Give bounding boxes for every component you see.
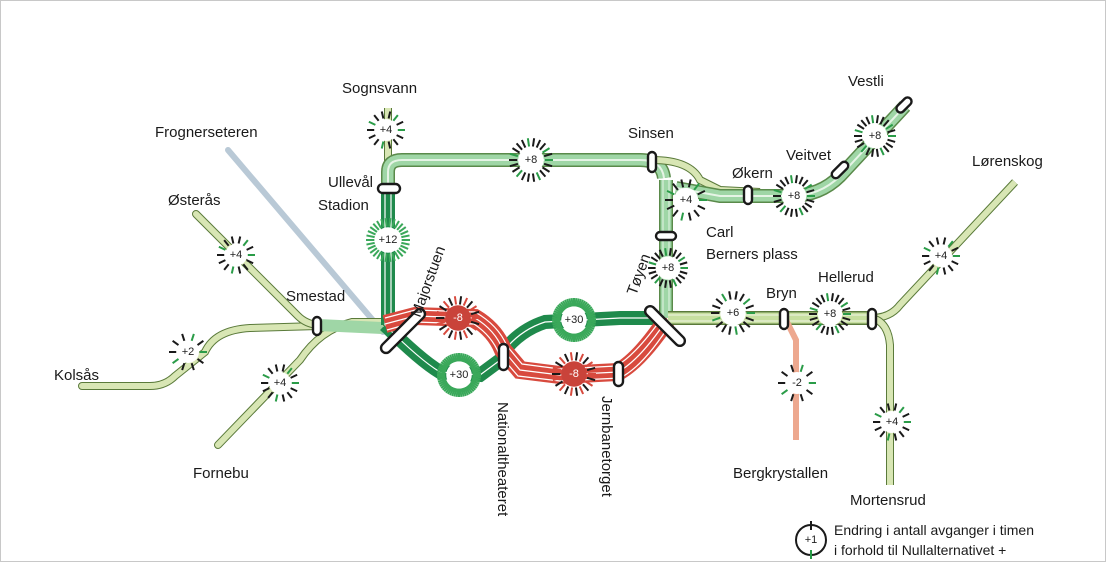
label-frognerseteren: Frognerseteren: [155, 124, 258, 141]
vestli-station: [895, 96, 913, 114]
carl-berner-station: [654, 230, 678, 242]
change-value-toyen-ring: +30: [565, 314, 584, 326]
change-badge-lorenskog: +4: [922, 237, 960, 275]
change-badge-majorstuen-ring: +30: [437, 353, 481, 397]
smestad-station: [311, 315, 323, 337]
legend: +1 Endring i antall avganger i timen i f…: [795, 521, 1034, 559]
change-value-bryn: +6: [727, 307, 740, 319]
veitvet-station: [830, 160, 850, 180]
ulleval-majorstuen-line: [381, 190, 395, 325]
change-value-lorenskog: +4: [935, 250, 948, 262]
change-value-okern: +4: [680, 194, 693, 206]
label-vestli: Vestli: [848, 73, 884, 90]
change-badge-jernbanetorget-west: -8: [552, 352, 596, 396]
sinsen-station: [646, 150, 658, 174]
label-carl-2: Berners plass: [706, 246, 798, 263]
label-kolsas: Kolsås: [54, 367, 99, 384]
label-osteras: Østerås: [168, 192, 221, 209]
label-fornebu: Fornebu: [193, 465, 249, 482]
label-sognsvann: Sognsvann: [342, 80, 417, 97]
frognerseteren-line: [225, 147, 386, 335]
label-smestad: Smestad: [286, 288, 345, 305]
label-sinsen: Sinsen: [628, 125, 674, 142]
okern-station: [742, 184, 754, 206]
change-badge-okern: +4: [665, 179, 707, 221]
label-bryn: Bryn: [766, 285, 797, 302]
change-value-osteras: +4: [230, 249, 243, 261]
kolsas-line: [78, 322, 322, 390]
legend-line-2: i forhold til Nullalternativet +: [834, 542, 1006, 558]
label-bergkrystallen: Bergkrystallen: [733, 465, 828, 482]
change-value-vestli: +8: [869, 130, 882, 142]
fornebu-line: [214, 318, 389, 449]
label-toyen: Tøyen: [624, 252, 655, 298]
smestad-trunk: [317, 319, 384, 334]
label-mortensrud: Mortensrud: [850, 492, 926, 509]
change-value-mortensrud: +4: [886, 416, 899, 428]
change-badge-toyen-ring: +30: [552, 298, 596, 342]
change-badge-osteras: +4: [217, 236, 255, 274]
change-value-kolsas: +2: [182, 346, 195, 358]
change-badge-majorstuen-west: -8: [436, 296, 480, 340]
change-badge-veitvet: +8: [773, 175, 815, 217]
legend-symbol-value: +1: [805, 534, 818, 546]
change-value-carl-berner: +8: [662, 262, 675, 274]
change-value-ring-north: +8: [525, 154, 538, 166]
change-badge-hellerud: +8: [809, 293, 851, 335]
change-value-bergkrystallen: -2: [792, 377, 802, 389]
jernbanetorget-station: [612, 360, 625, 388]
change-badge-carl-berner: +8: [648, 248, 688, 288]
majorstuen-station: [379, 307, 427, 355]
change-badge-bergkrystallen: -2: [778, 364, 816, 402]
label-carl-1: Carl: [706, 224, 734, 241]
label-okern: Økern: [732, 165, 773, 182]
change-value-hellerud: +8: [824, 308, 837, 320]
north-ring-line: [381, 153, 671, 188]
label-veitvet: Veitvet: [786, 147, 832, 164]
label-jernbanetorget: Jernbanetorget: [598, 396, 615, 498]
change-value-ulleval: +12: [379, 234, 398, 246]
mortensrud-line: [870, 314, 894, 485]
change-badge-bryn: +6: [711, 291, 755, 335]
label-hellerud: Hellerud: [818, 269, 874, 286]
sinsen-pale-line: [651, 156, 761, 196]
change-value-fornebu: +4: [274, 377, 287, 389]
change-value-majorstuen-ring: +30: [450, 369, 469, 381]
label-lorenskog: Lørenskog: [972, 153, 1043, 170]
toyen-station: [643, 304, 687, 348]
change-value-veitvet: +8: [788, 190, 801, 202]
nationaltheateret-station: [497, 342, 510, 372]
change-badge-fornebu: +4: [261, 364, 299, 402]
change-badge-ring-north: +8: [509, 138, 553, 182]
change-badge-vestli: +8: [854, 115, 896, 157]
ulleval-station: [376, 182, 402, 195]
change-badge-sognsvann: +4: [367, 111, 405, 149]
label-nationaltheateret: Nationaltheateret: [494, 402, 511, 517]
change-value-sognsvann: +4: [380, 124, 393, 136]
label-ulleval-2: Stadion: [318, 197, 369, 214]
change-value-majorstuen-west: -8: [453, 312, 463, 324]
red-corridor: [382, 306, 676, 385]
change-value-jernbanetorget-west: -8: [569, 368, 579, 380]
label-ulleval-1: Ullevål: [328, 174, 373, 191]
frequency-badges: +2 +4 +4 +4 +12 +8 -8 +30 +30 -8 +4 +8 +8 +8 +6 +8 -2 +4 +…: [169, 111, 960, 441]
change-badge-mortensrud: +4: [873, 403, 911, 441]
hellerud-station: [866, 307, 878, 331]
bryn-station: [778, 307, 790, 331]
legend-line-1: Endring i antall avganger i timen: [834, 522, 1034, 538]
change-badge-ulleval: +12: [366, 218, 410, 262]
change-badge-kolsas: +2: [169, 333, 207, 371]
